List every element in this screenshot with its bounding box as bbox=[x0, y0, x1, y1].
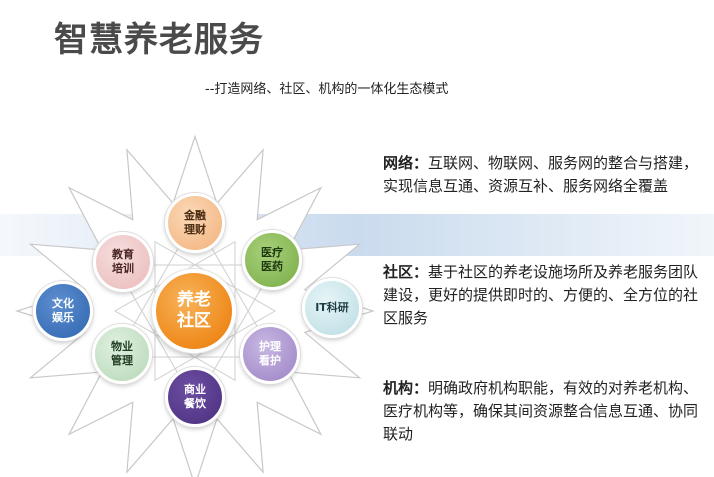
community-sep: ： bbox=[413, 263, 429, 281]
network-description: 网络：互联网、物联网、服务网的整合与搭建，实现信息互通、资源互补、服务网络全覆盖 bbox=[383, 152, 701, 198]
node-nursing[interactable]: 护理 看护 bbox=[240, 324, 300, 384]
node-finance[interactable]: 金融 理财 bbox=[165, 193, 225, 253]
node-medical-label-1: 医疗 bbox=[261, 246, 283, 260]
node-property-label-1: 物业 bbox=[111, 340, 133, 354]
institution-sep: ： bbox=[413, 379, 429, 397]
node-education-label-2: 培训 bbox=[112, 262, 134, 275]
institution-label: 机构 bbox=[383, 379, 414, 397]
center-node-label-2: 社区 bbox=[177, 311, 211, 331]
node-finance-label-2: 理财 bbox=[184, 223, 206, 236]
center-node-label-1: 养老 bbox=[177, 289, 211, 310]
network-text: 互联网、物联网、服务网的整合与搭建，实现信息互通、资源互补、服务网络全覆盖 bbox=[383, 154, 699, 195]
node-property[interactable]: 物业 管理 bbox=[92, 324, 152, 384]
node-property-label-2: 管理 bbox=[111, 354, 133, 367]
node-education-label-1: 教育 bbox=[112, 248, 134, 262]
network-sep: ： bbox=[413, 154, 429, 172]
node-education[interactable]: 教育 培训 bbox=[93, 232, 153, 292]
node-it-research[interactable]: IT科研 bbox=[302, 278, 362, 338]
node-catering-label-2: 餐饮 bbox=[184, 397, 206, 410]
institution-text: 明确政府机构职能，有效的对养老机构、医疗机构等，确保其间资源整合信息互通、协同联… bbox=[383, 379, 699, 443]
node-catering-label-1: 商业 bbox=[184, 383, 206, 397]
page-subtitle: --打造网络、社区、机构的一体化生态模式 bbox=[205, 82, 449, 97]
node-culture-label-2: 娱乐 bbox=[52, 311, 74, 324]
community-label: 社区 bbox=[383, 263, 414, 281]
node-it-label: IT科研 bbox=[315, 301, 349, 315]
institution-description: 机构：明确政府机构职能，有效的对养老机构、医疗机构等，确保其间资源整合信息互通、… bbox=[383, 377, 701, 446]
center-node-elderly-community[interactable]: 养老 社区 bbox=[152, 269, 236, 353]
node-culture[interactable]: 文化 娱乐 bbox=[33, 281, 93, 341]
node-medical[interactable]: 医疗 医药 bbox=[242, 230, 302, 290]
node-nursing-label-1: 护理 bbox=[259, 340, 281, 354]
network-label: 网络 bbox=[383, 154, 414, 172]
node-catering[interactable]: 商业 餐饮 bbox=[165, 367, 225, 427]
page-title: 智慧养老服务 bbox=[54, 20, 264, 60]
node-finance-label-1: 金融 bbox=[184, 209, 206, 223]
node-medical-label-2: 医药 bbox=[261, 260, 283, 273]
community-description: 社区：基于社区的养老设施场所及养老服务团队建设，更好的提供即时的、方便的、全方位… bbox=[383, 261, 701, 330]
node-culture-label-1: 文化 bbox=[52, 297, 74, 311]
community-text: 基于社区的养老设施场所及养老服务团队建设，更好的提供即时的、方便的、全方位的社区… bbox=[383, 263, 699, 327]
node-nursing-label-2: 看护 bbox=[259, 354, 281, 367]
